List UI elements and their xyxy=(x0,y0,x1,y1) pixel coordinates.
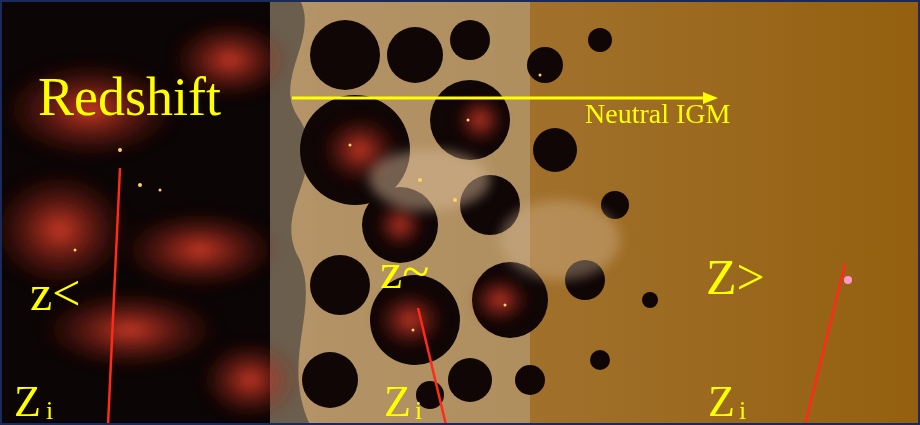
region-label: Neutral IGM xyxy=(585,100,730,128)
subscript: i xyxy=(415,398,422,424)
epoch-label: Z> xyxy=(706,252,765,302)
redshift-symbol: Z xyxy=(384,380,411,424)
axis-label: Redshift xyxy=(38,70,221,124)
subscript: i xyxy=(46,398,53,424)
redshift-symbol: Z xyxy=(14,380,41,424)
grey-transition xyxy=(270,0,530,425)
leader-lines xyxy=(108,168,845,425)
ionized-bubbles xyxy=(300,20,658,409)
gas-filaments xyxy=(0,20,620,420)
epoch-label: z< xyxy=(30,268,80,318)
pink-dot xyxy=(844,276,852,284)
epoch-label: z~ xyxy=(380,246,429,296)
subscript: i xyxy=(739,398,746,424)
redshift-symbol: Z xyxy=(708,380,735,424)
